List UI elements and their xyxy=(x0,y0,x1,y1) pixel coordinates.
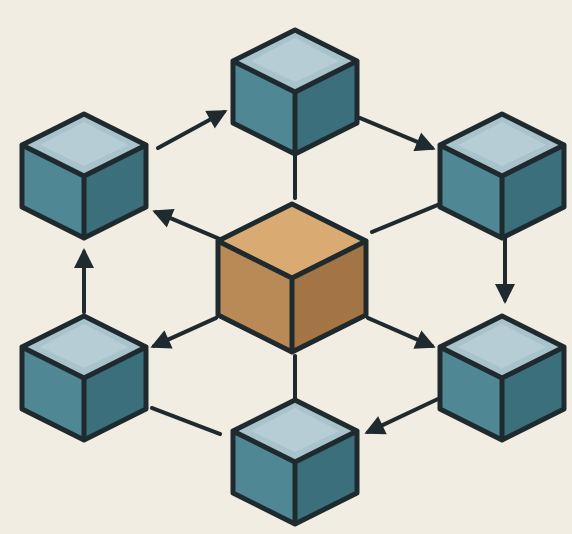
top-cube-top-face xyxy=(230,27,360,95)
bottom-cube-highlight xyxy=(251,408,339,452)
edge-upper-left-cube-to-top-cube xyxy=(156,110,228,150)
edge-lower-right-cube-to-bottom-cube xyxy=(364,396,442,435)
center-hub-cube xyxy=(215,201,369,355)
edge-center-hub-cube-to-lower-right-cube xyxy=(366,316,436,349)
cubes-layer xyxy=(19,27,567,527)
top-cube xyxy=(230,27,360,157)
center-hub-cube-top-face xyxy=(215,201,369,281)
edge-center-hub-cube-to-lower-left-cube xyxy=(150,316,218,349)
upper-right-cube xyxy=(437,111,567,241)
lower-left-cube xyxy=(19,313,149,443)
lower-right-cube xyxy=(437,313,567,443)
top-cube-highlight xyxy=(251,38,339,82)
upper-left-cube-top-face xyxy=(19,111,149,179)
edge-center-hub-cube-to-upper-right-cube xyxy=(370,202,442,234)
lower-right-cube-top-face xyxy=(437,313,567,381)
lower-right-cube-highlight xyxy=(458,324,546,368)
edge-center-hub-cube-to-upper-left-cube xyxy=(152,209,224,242)
edge-top-cube-to-upper-right-cube xyxy=(358,116,436,152)
connections-layer xyxy=(74,110,515,436)
upper-right-cube-top-face xyxy=(437,111,567,179)
upper-right-cube-highlight xyxy=(458,122,546,166)
bottom-cube xyxy=(230,397,360,527)
lower-left-cube-top-face xyxy=(19,313,149,381)
edge-lower-left-cube-to-bottom-cube xyxy=(150,406,222,436)
upper-left-cube-highlight xyxy=(40,122,128,166)
upper-left-cube xyxy=(19,111,149,241)
lower-left-cube-highlight xyxy=(40,324,128,368)
bottom-cube-top-face xyxy=(230,397,360,465)
